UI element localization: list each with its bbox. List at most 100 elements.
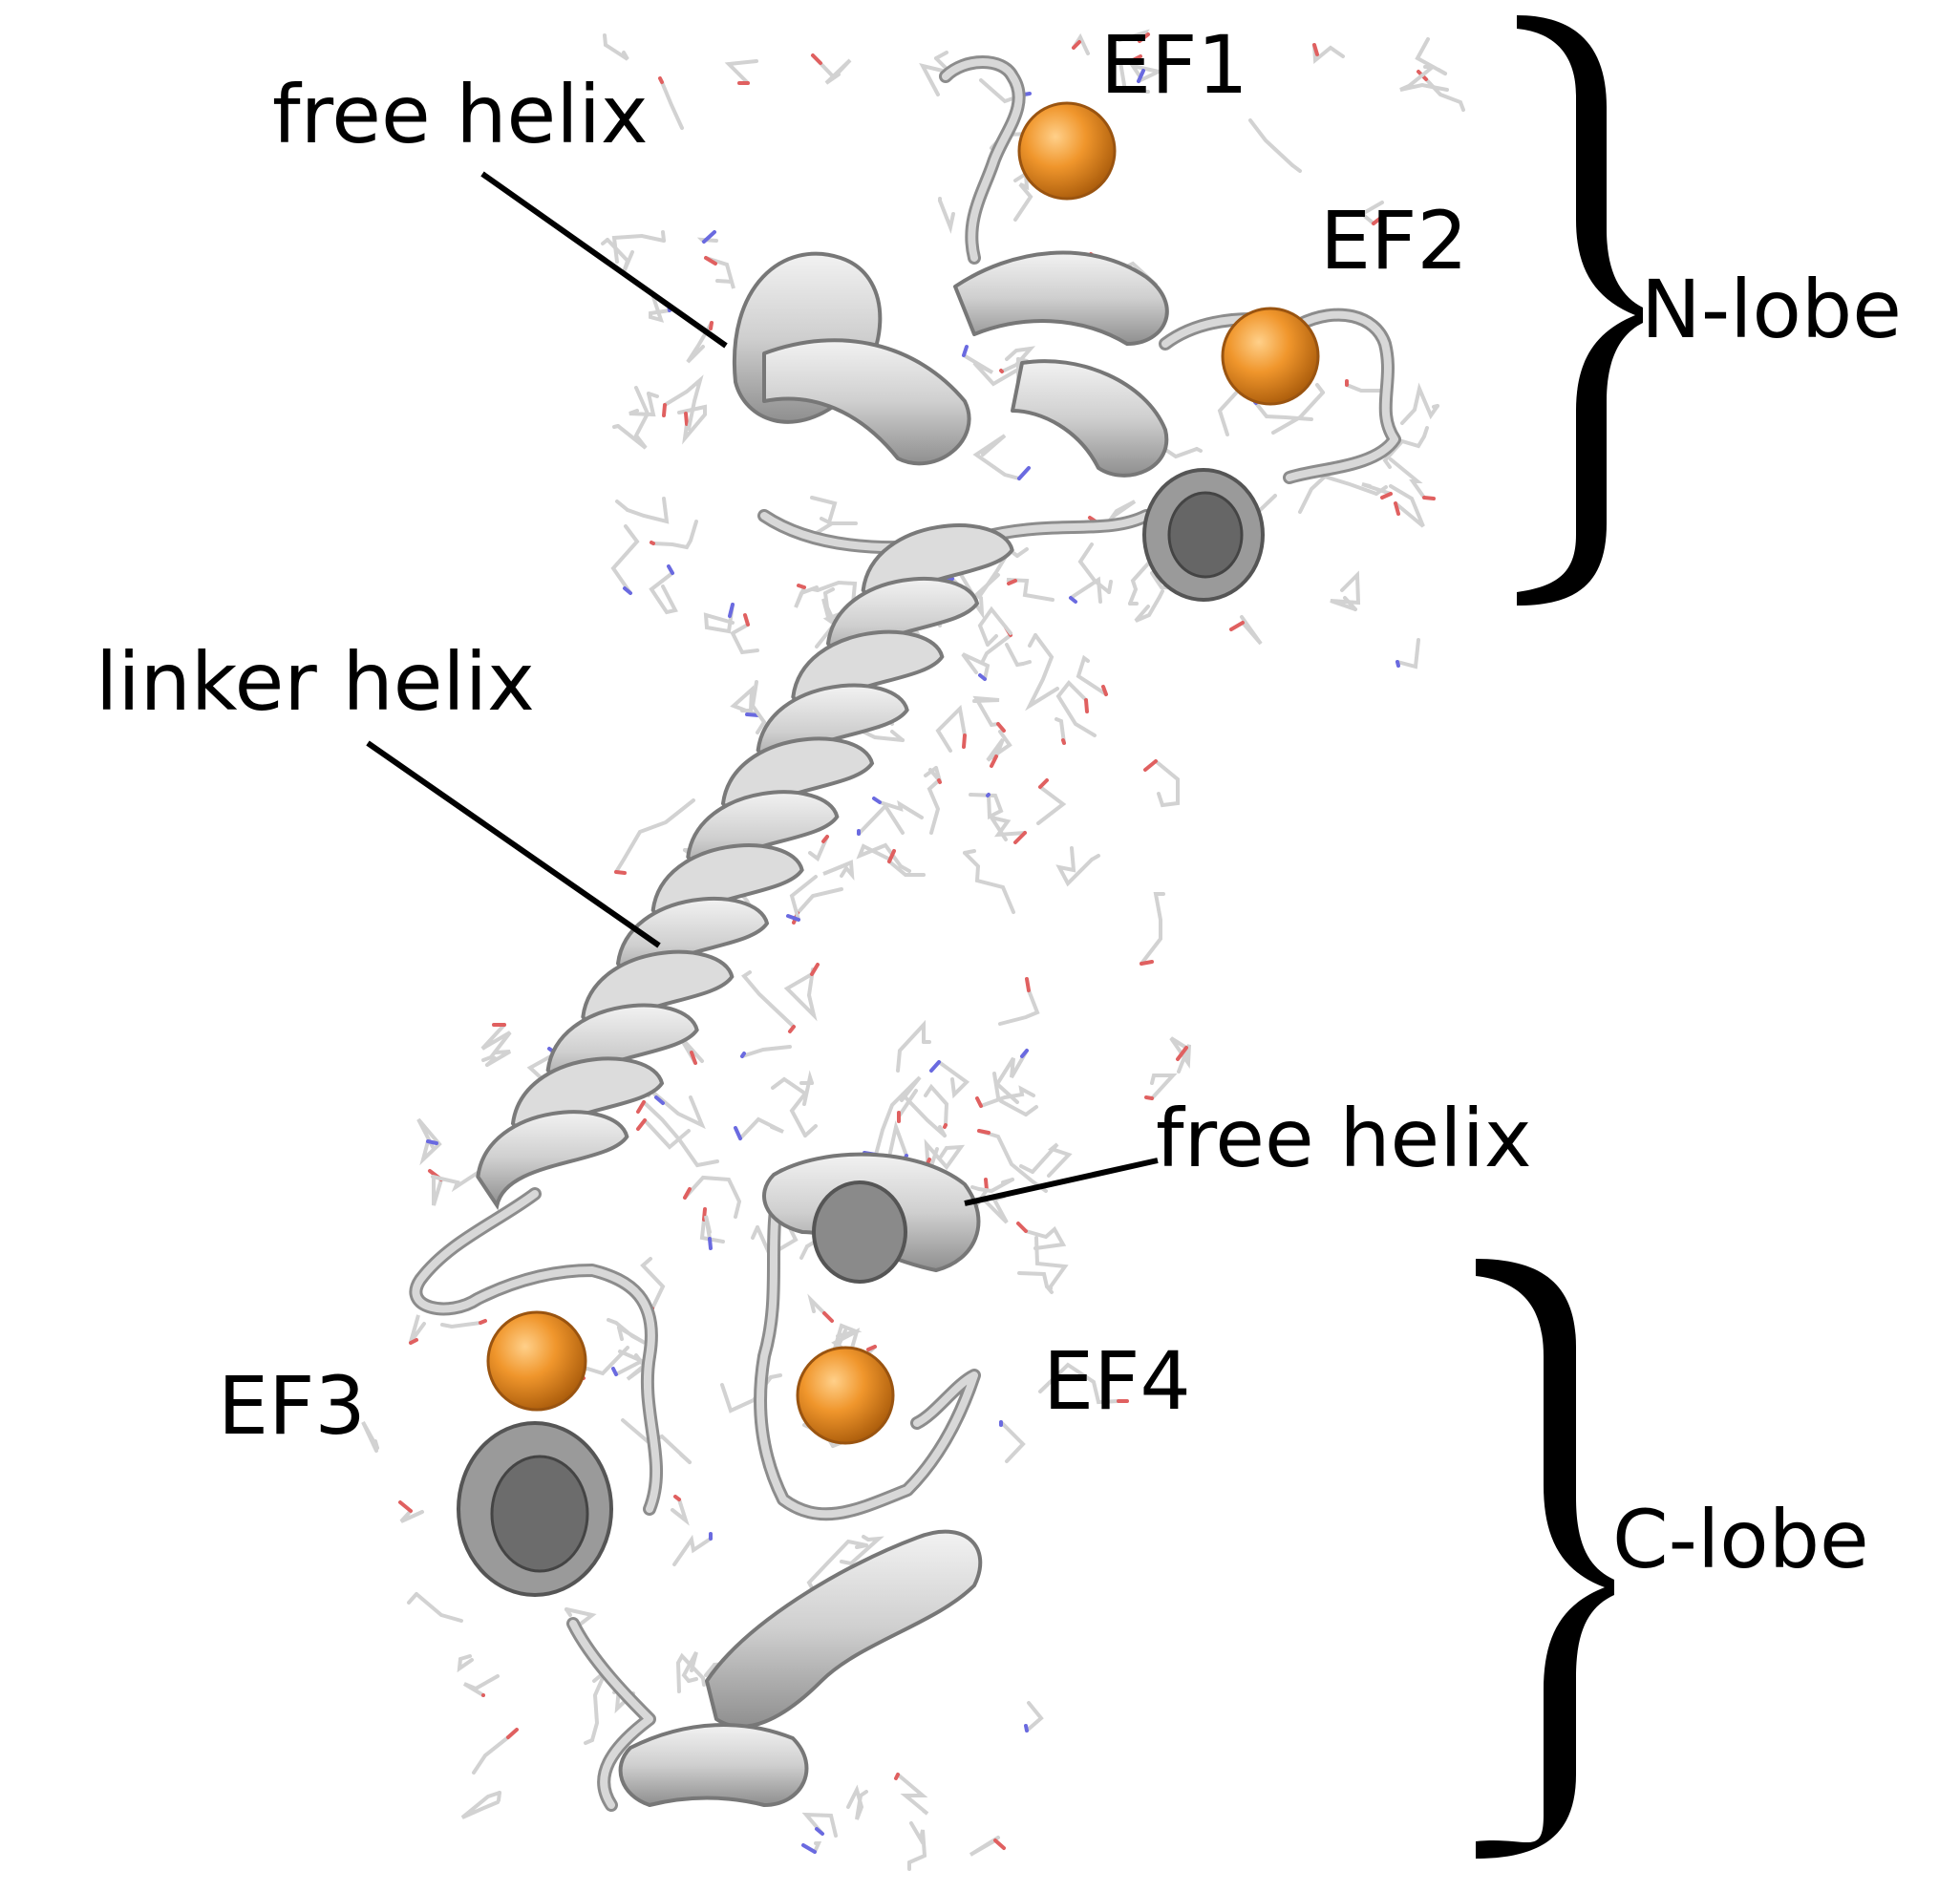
label-ef1: EF1	[1100, 18, 1248, 112]
side-chain-stick	[994, 1049, 1029, 1104]
side-chain-stick	[730, 685, 760, 717]
leader-line-free-helix-top	[480, 171, 728, 349]
side-chain-atom	[938, 1125, 947, 1137]
label-leader-lines	[366, 171, 1159, 1206]
side-chain-atom	[667, 564, 674, 575]
side-chain-stick	[856, 842, 903, 868]
label-ef2: EF2	[1320, 194, 1468, 287]
side-chain-atom	[409, 1338, 418, 1345]
side-chain-atom	[990, 755, 998, 768]
side-chain-atom	[797, 584, 806, 589]
side-chain-atom	[1144, 1095, 1154, 1100]
side-chain-stick	[651, 520, 698, 550]
side-chain-stick	[704, 256, 735, 289]
label-linker-helix: linker helix	[96, 635, 535, 729]
side-chain-atom	[1343, 596, 1357, 611]
side-chain-stick	[1024, 1225, 1067, 1250]
side-chain-stick	[1005, 643, 1025, 668]
side-chain-stick	[896, 1773, 929, 1816]
side-chain-stick	[1128, 62, 1165, 83]
side-chain-stick	[671, 1498, 690, 1526]
linker-helix-turn	[476, 1110, 629, 1211]
side-chain-stick	[683, 1175, 742, 1219]
side-chain-atom	[1229, 621, 1245, 631]
side-chain-atom	[866, 1345, 877, 1351]
side-chain-stick	[611, 233, 666, 264]
side-chain-stick	[801, 1812, 838, 1838]
side-chain-stick	[607, 1318, 647, 1345]
side-chain-atom	[1069, 596, 1077, 604]
side-chain-atom	[1140, 960, 1154, 966]
side-chain-stick	[699, 1218, 725, 1244]
side-chain-atom	[975, 1096, 983, 1108]
side-chain-stick	[1140, 892, 1165, 966]
side-chain-stick	[590, 1669, 607, 1742]
side-chain-atom	[623, 586, 632, 595]
side-chain-atom	[1138, 32, 1150, 43]
side-chain-stick	[1069, 576, 1102, 604]
side-chain-atom	[650, 541, 655, 545]
side-chain-stick	[924, 1138, 966, 1174]
side-chain-stick	[896, 1019, 926, 1073]
side-chain-atom	[799, 1244, 809, 1260]
side-chain-stick	[977, 1129, 1048, 1193]
side-chain-stick	[980, 633, 1012, 665]
side-chain-atom	[709, 321, 714, 330]
side-chain-stick	[738, 1116, 784, 1140]
side-chain-stick	[901, 1093, 947, 1137]
side-chain-atom	[1195, 447, 1203, 453]
side-chain-stick	[1358, 201, 1384, 225]
side-chain-atom	[786, 914, 800, 922]
side-chain-atom	[1107, 580, 1113, 594]
side-chain-atom	[999, 369, 1004, 373]
side-chain-atom	[611, 1367, 618, 1376]
n-lobe-helix-c	[1011, 359, 1169, 478]
n-lobe-helix-a	[762, 338, 971, 466]
side-chain-stick	[874, 1075, 922, 1157]
side-chain-stick	[677, 404, 707, 445]
side-chain-atom	[1432, 404, 1439, 409]
side-chain-stick	[986, 730, 1012, 762]
side-chain-atom	[986, 793, 991, 797]
side-chain-atom	[683, 1187, 692, 1200]
side-chain-stick	[888, 1119, 908, 1158]
side-chain-stick	[1400, 382, 1439, 425]
side-chain-stick	[1017, 1271, 1049, 1288]
side-chain-stick	[1217, 385, 1244, 436]
side-chain-stick	[789, 875, 818, 922]
side-chain-stick	[977, 547, 1019, 599]
side-chain-stick	[1150, 1074, 1178, 1100]
side-chain-atom	[788, 1025, 796, 1033]
side-chain-stick	[935, 704, 967, 753]
side-chain-stick	[962, 353, 1018, 387]
side-chain-stick	[1154, 759, 1180, 808]
side-chain-stick	[703, 603, 735, 634]
side-chain-stick	[432, 1178, 443, 1206]
side-chain-atom	[1020, 1049, 1029, 1058]
side-chain-stick	[1077, 542, 1111, 594]
side-chain-atom	[615, 500, 629, 512]
side-chain-stick	[924, 1083, 949, 1127]
side-chain-atom	[1372, 215, 1384, 225]
side-chain-atom	[1176, 1046, 1188, 1061]
side-chain-atom	[702, 230, 716, 244]
side-chain-stick	[783, 967, 818, 1022]
side-chain-atom	[984, 1178, 989, 1192]
side-chain-atom	[745, 712, 760, 717]
side-chain-stick	[796, 887, 843, 915]
side-chain-atom	[977, 1129, 991, 1135]
side-chain-atom	[661, 230, 666, 243]
lobe-braces	[1476, 15, 1643, 1859]
side-chain-stick	[832, 1323, 863, 1353]
side-chain-atom	[1024, 1105, 1038, 1116]
side-chain-atom	[1380, 492, 1393, 500]
side-chain-atom	[859, 1790, 868, 1797]
side-chain-stick	[987, 814, 1027, 841]
side-chain-stick	[1000, 346, 1036, 373]
side-chain-atom	[704, 256, 717, 266]
side-chain-atom	[934, 51, 948, 60]
side-chain-atom	[894, 1773, 900, 1780]
side-chain-stick	[606, 238, 634, 273]
side-chain-atom	[728, 603, 735, 618]
calcium-ion-ef1	[1017, 101, 1117, 201]
